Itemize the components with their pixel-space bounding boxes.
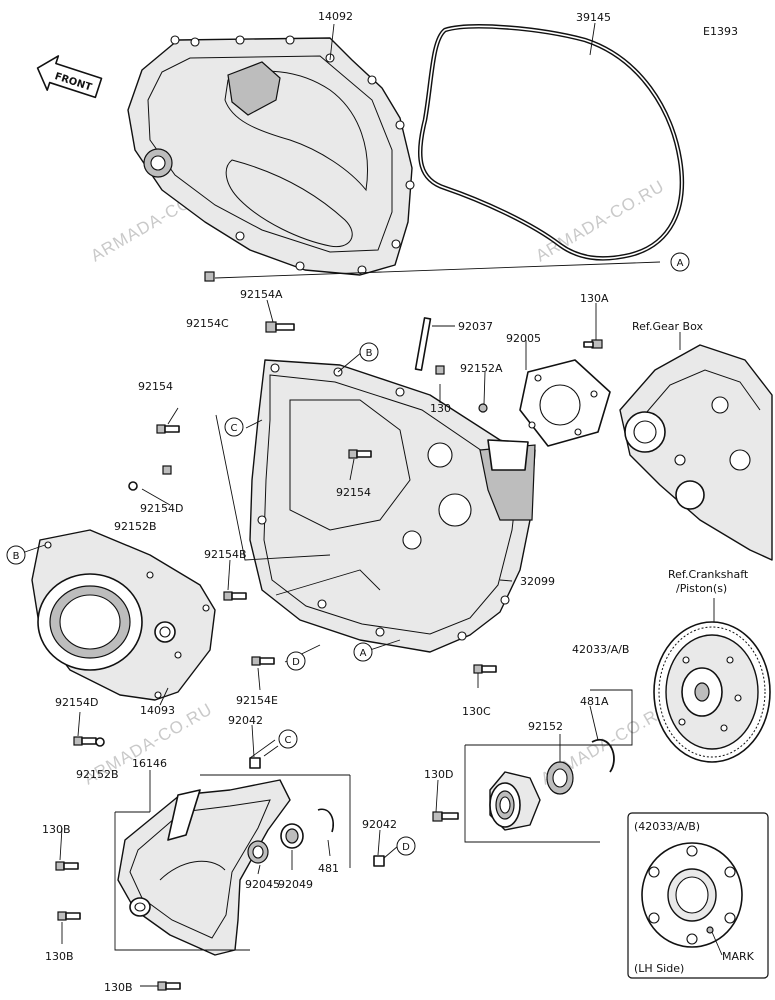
- watermark: ARMADA-CO.RU: [533, 176, 668, 265]
- label-130B-b: 130B: [45, 950, 74, 963]
- reference-labels: Ref.Gear Box Ref.Crankshaft /Piston(s): [632, 320, 749, 595]
- label-130A: 130A: [580, 292, 609, 305]
- label-14093: 14093: [140, 704, 175, 717]
- label-92049: 92049: [278, 878, 313, 891]
- label-92042-b: 92042: [362, 818, 397, 831]
- label-92154D-a: 92154D: [140, 502, 183, 515]
- label-481A: 481A: [580, 695, 609, 708]
- callout-d: D: [292, 657, 300, 668]
- ref-piston: /Piston(s): [676, 582, 727, 595]
- gear-box-reference: [619, 344, 773, 561]
- inset-42033-detail: (42033/A/B) MARK (LH Side): [627, 812, 769, 979]
- callout-circles: A B C B A D C D: [6, 252, 690, 856]
- callout-b: B: [13, 551, 20, 562]
- label-92154C: 92154C: [186, 317, 229, 330]
- inset-side-label: (LH Side): [634, 962, 684, 975]
- label-32099: 32099: [520, 575, 555, 588]
- label-42033: 42033/A/B: [572, 643, 629, 656]
- label-92154-left: 92154: [138, 380, 173, 393]
- front-arrow-icon: FRONT: [36, 55, 103, 99]
- label-481: 481: [318, 862, 339, 875]
- starter-clutch-42033: [489, 771, 541, 831]
- label-92005: 92005: [506, 332, 541, 345]
- label-92037: 92037: [458, 320, 493, 333]
- callout-b: B: [366, 348, 373, 359]
- label-92045: 92045: [245, 878, 280, 891]
- label-92152B-b: 92152B: [76, 768, 119, 781]
- label-130: 130: [430, 402, 451, 415]
- label-92154B: 92154B: [204, 548, 247, 561]
- dowel-pin-92037: [414, 317, 432, 371]
- small-fasteners: [55, 271, 603, 991]
- gasket-92005: [519, 359, 611, 447]
- seals-and-clips: [247, 739, 615, 864]
- label-92042-a: 92042: [228, 714, 263, 727]
- inner-cover-bolt-holes: [257, 363, 510, 641]
- cover-bolt-holes: [170, 35, 415, 275]
- group-brackets: [114, 414, 633, 951]
- callout-c: C: [231, 423, 238, 434]
- callout-d: D: [402, 842, 410, 853]
- inset-mark-label: MARK: [722, 950, 755, 963]
- label-92152: 92152: [528, 720, 563, 733]
- leader-lines: [21, 22, 715, 987]
- cover-14093: [31, 529, 216, 701]
- label-14092: 14092: [318, 10, 353, 23]
- cover-16146: [117, 779, 291, 956]
- gasket-39145: [417, 24, 685, 261]
- diagram-code: E1393: [703, 25, 738, 38]
- inset-title: (42033/A/B): [634, 820, 700, 833]
- label-39145: 39145: [576, 11, 611, 24]
- label-92154A: 92154A: [240, 288, 283, 301]
- outer-cover-14092: [127, 35, 415, 276]
- label-92154E: 92154E: [236, 694, 278, 707]
- label-92154D-b: 92154D: [55, 696, 98, 709]
- part-labels: 14092 39145 92154C 92154A 92037 92005 13…: [42, 10, 629, 994]
- ref-crankshaft: Ref.Crankshaft: [668, 568, 749, 581]
- label-16146: 16146: [132, 757, 167, 770]
- callout-a: A: [360, 648, 367, 659]
- label-92152B-a: 92152B: [114, 520, 157, 533]
- callout-a: A: [677, 258, 684, 269]
- callout-c: C: [285, 735, 292, 746]
- flywheel-reference: [653, 621, 771, 763]
- label-92154-mid: 92154: [336, 486, 371, 499]
- label-130B-c: 130B: [104, 981, 133, 994]
- label-130C: 130C: [462, 705, 491, 718]
- label-130D: 130D: [424, 768, 453, 781]
- inner-cover-32099: [249, 359, 536, 653]
- label-130B-a: 130B: [42, 823, 71, 836]
- label-92152A: 92152A: [460, 362, 503, 375]
- ref-gear-box: Ref.Gear Box: [632, 320, 703, 333]
